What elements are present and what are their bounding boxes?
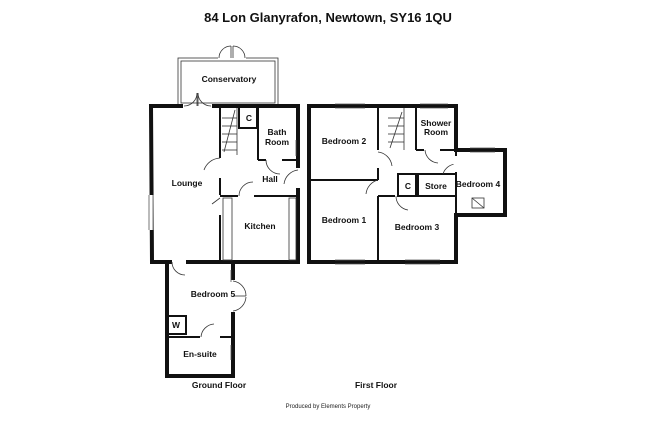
- page-title: 84 Lon Glanyrafon, Newtown, SY16 1QU: [204, 10, 452, 25]
- wardrobe-label: W: [172, 320, 181, 330]
- ground-stairs: [222, 108, 238, 155]
- first-floor-plan: [307, 103, 507, 265]
- bedroom4-label: Bedroom 4: [456, 179, 501, 189]
- first-floor-outer-wall: [307, 104, 507, 264]
- ground-cupboard-label: C: [246, 113, 252, 123]
- first-floor-stairs: [388, 108, 405, 150]
- bathroom-label-line1: Bath: [268, 127, 287, 137]
- store-label: Store: [425, 181, 447, 191]
- first-floor-label: First Floor: [355, 380, 398, 390]
- ground-floor-plan: [148, 45, 301, 378]
- first-cupboard-label: C: [405, 181, 411, 191]
- hall-label: Hall: [262, 174, 278, 184]
- bedroom3-label: Bedroom 3: [395, 222, 440, 232]
- shower-room-label-line1: Shower: [421, 118, 452, 128]
- ground-floor-label: Ground Floor: [192, 380, 247, 390]
- shower-room-label-line2: Room: [424, 127, 449, 137]
- bedroom2-label: Bedroom 2: [322, 136, 367, 146]
- kitchen-label: Kitchen: [244, 221, 275, 231]
- bedroom5-label: Bedroom 5: [191, 289, 236, 299]
- conservatory-label: Conservatory: [202, 74, 257, 84]
- lounge-label: Lounge: [172, 178, 203, 188]
- ensuite-label: En-suite: [183, 349, 217, 359]
- bedroom1-label: Bedroom 1: [322, 215, 367, 225]
- credit-text: Produced by Elements Property: [286, 404, 371, 410]
- bathroom-label-line2: Room: [265, 137, 290, 147]
